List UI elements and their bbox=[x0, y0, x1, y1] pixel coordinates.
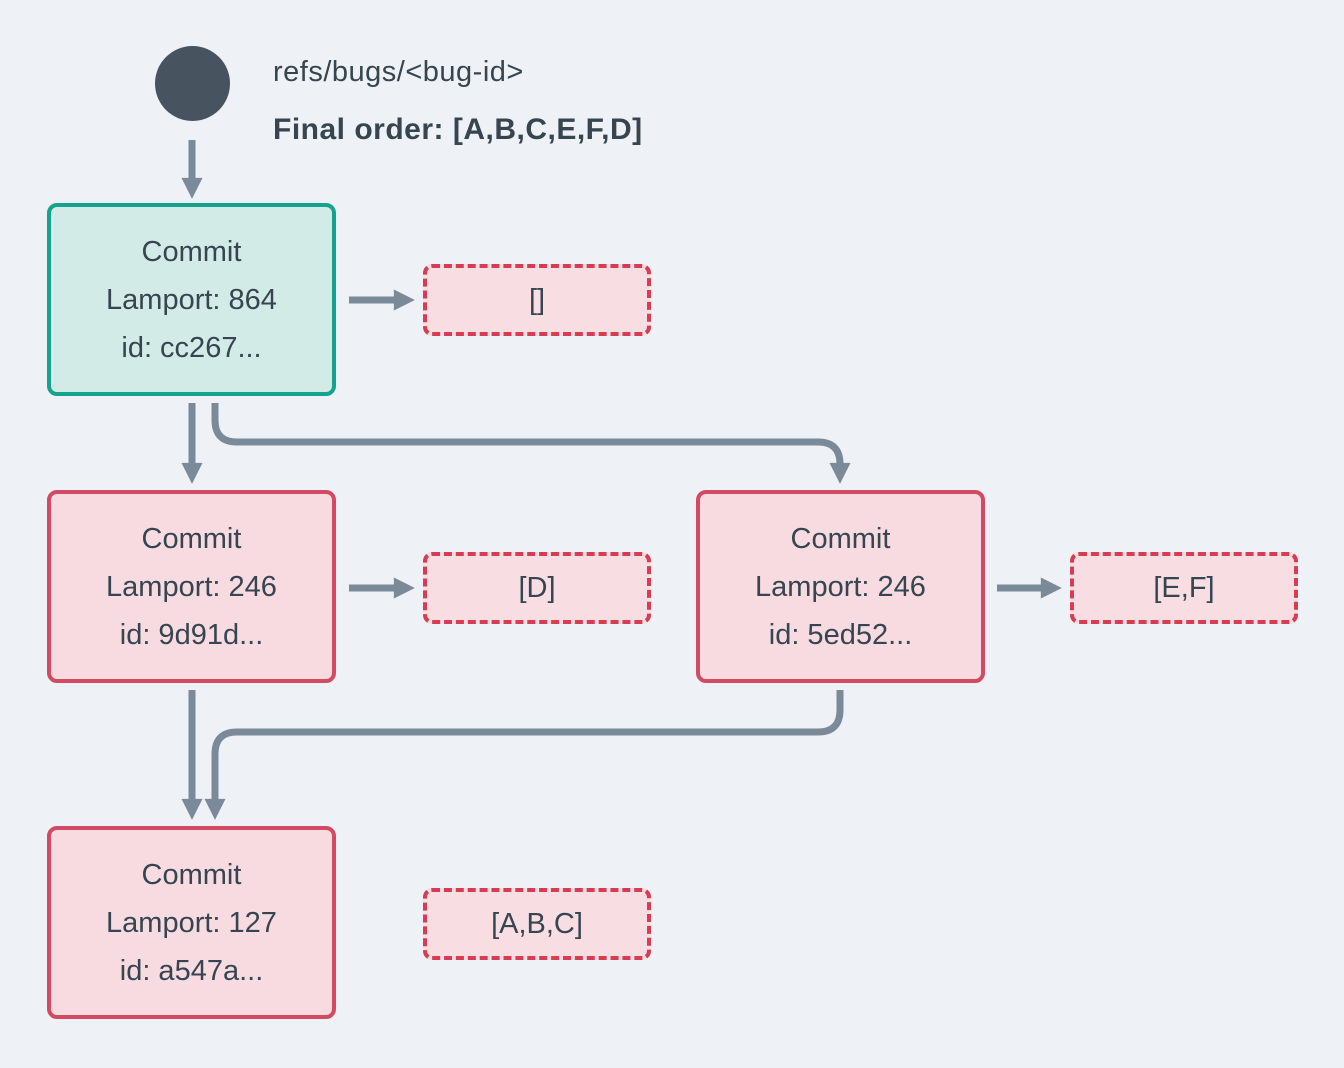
commit-lamport: Lamport: 127 bbox=[106, 906, 277, 939]
log-box-5ed52: [E,F] bbox=[1070, 552, 1298, 624]
log-box-9d91d: [D] bbox=[423, 552, 651, 624]
ref-head-circle bbox=[155, 46, 230, 121]
commit-id: id: cc267... bbox=[121, 331, 262, 364]
ref-name-label: refs/bugs/<bug-id> bbox=[273, 56, 524, 88]
commit-title: Commit bbox=[790, 522, 891, 555]
commit-title: Commit bbox=[141, 235, 242, 268]
commit-id: id: a547a... bbox=[119, 954, 264, 987]
log-box-a547a: [A,B,C] bbox=[423, 888, 651, 960]
edge-right-commit-to-root bbox=[204, 690, 844, 820]
edge-head-to-right-commit bbox=[211, 403, 851, 484]
commit-id: id: 9d91d... bbox=[119, 618, 264, 651]
log-value: [E,F] bbox=[1153, 571, 1215, 604]
log-value: [A,B,C] bbox=[491, 907, 583, 940]
commit-node-cc267: Commit Lamport: 864 id: cc267... bbox=[47, 203, 336, 396]
commit-lamport: Lamport: 246 bbox=[106, 570, 277, 603]
commit-node-5ed52: Commit Lamport: 246 id: 5ed52... bbox=[696, 490, 985, 683]
commit-node-9d91d: Commit Lamport: 246 id: 9d91d... bbox=[47, 490, 336, 683]
log-box-cc267: [] bbox=[423, 264, 651, 336]
commit-lamport: Lamport: 246 bbox=[755, 570, 926, 603]
commit-node-a547a: Commit Lamport: 127 id: a547a... bbox=[47, 826, 336, 1019]
commit-id: id: 5ed52... bbox=[768, 618, 913, 651]
log-value: [D] bbox=[518, 571, 556, 604]
commit-title: Commit bbox=[141, 858, 242, 891]
final-order-label: Final order: [A,B,C,E,F,D] bbox=[273, 113, 643, 146]
commit-lamport: Lamport: 864 bbox=[106, 283, 277, 316]
log-value: [] bbox=[528, 283, 546, 316]
commit-title: Commit bbox=[141, 522, 242, 555]
